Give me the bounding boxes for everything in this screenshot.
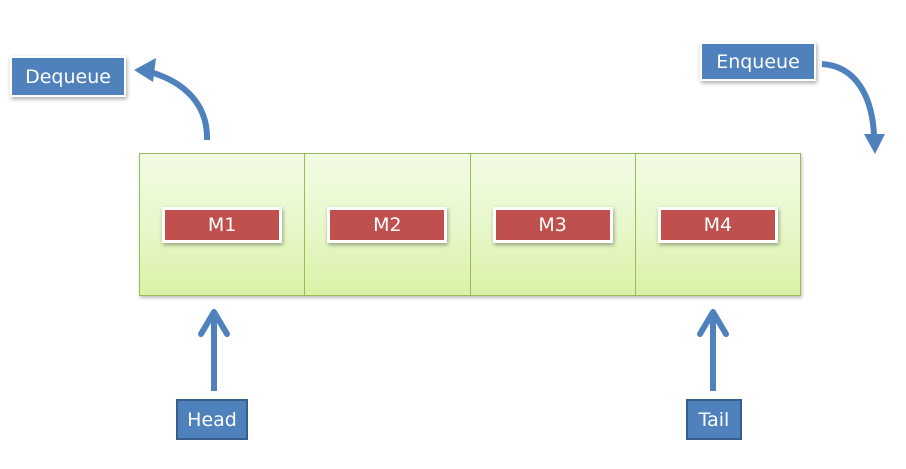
enqueue-label: Enqueue (700, 42, 816, 81)
dequeue-label: Dequeue (10, 56, 126, 97)
head-pointer-arrow-icon (198, 309, 230, 391)
queue-slot: M3 (469, 153, 635, 296)
message-box: M3 (492, 206, 613, 243)
tail-pointer-arrow-icon (697, 309, 729, 391)
queue-slot: M1 (139, 153, 305, 296)
enqueue-arrow-icon (821, 61, 885, 154)
message-box: M4 (657, 206, 778, 243)
message-box: M2 (327, 206, 448, 243)
queue-container: M1 M2 M3 M4 (139, 153, 801, 296)
message-box: M1 (162, 206, 283, 243)
queue-slot: M4 (634, 153, 801, 296)
dequeue-arrow-icon (134, 58, 211, 141)
queue-slot: M2 (304, 153, 470, 296)
head-label: Head (176, 399, 248, 440)
tail-label: Tail (686, 399, 742, 440)
